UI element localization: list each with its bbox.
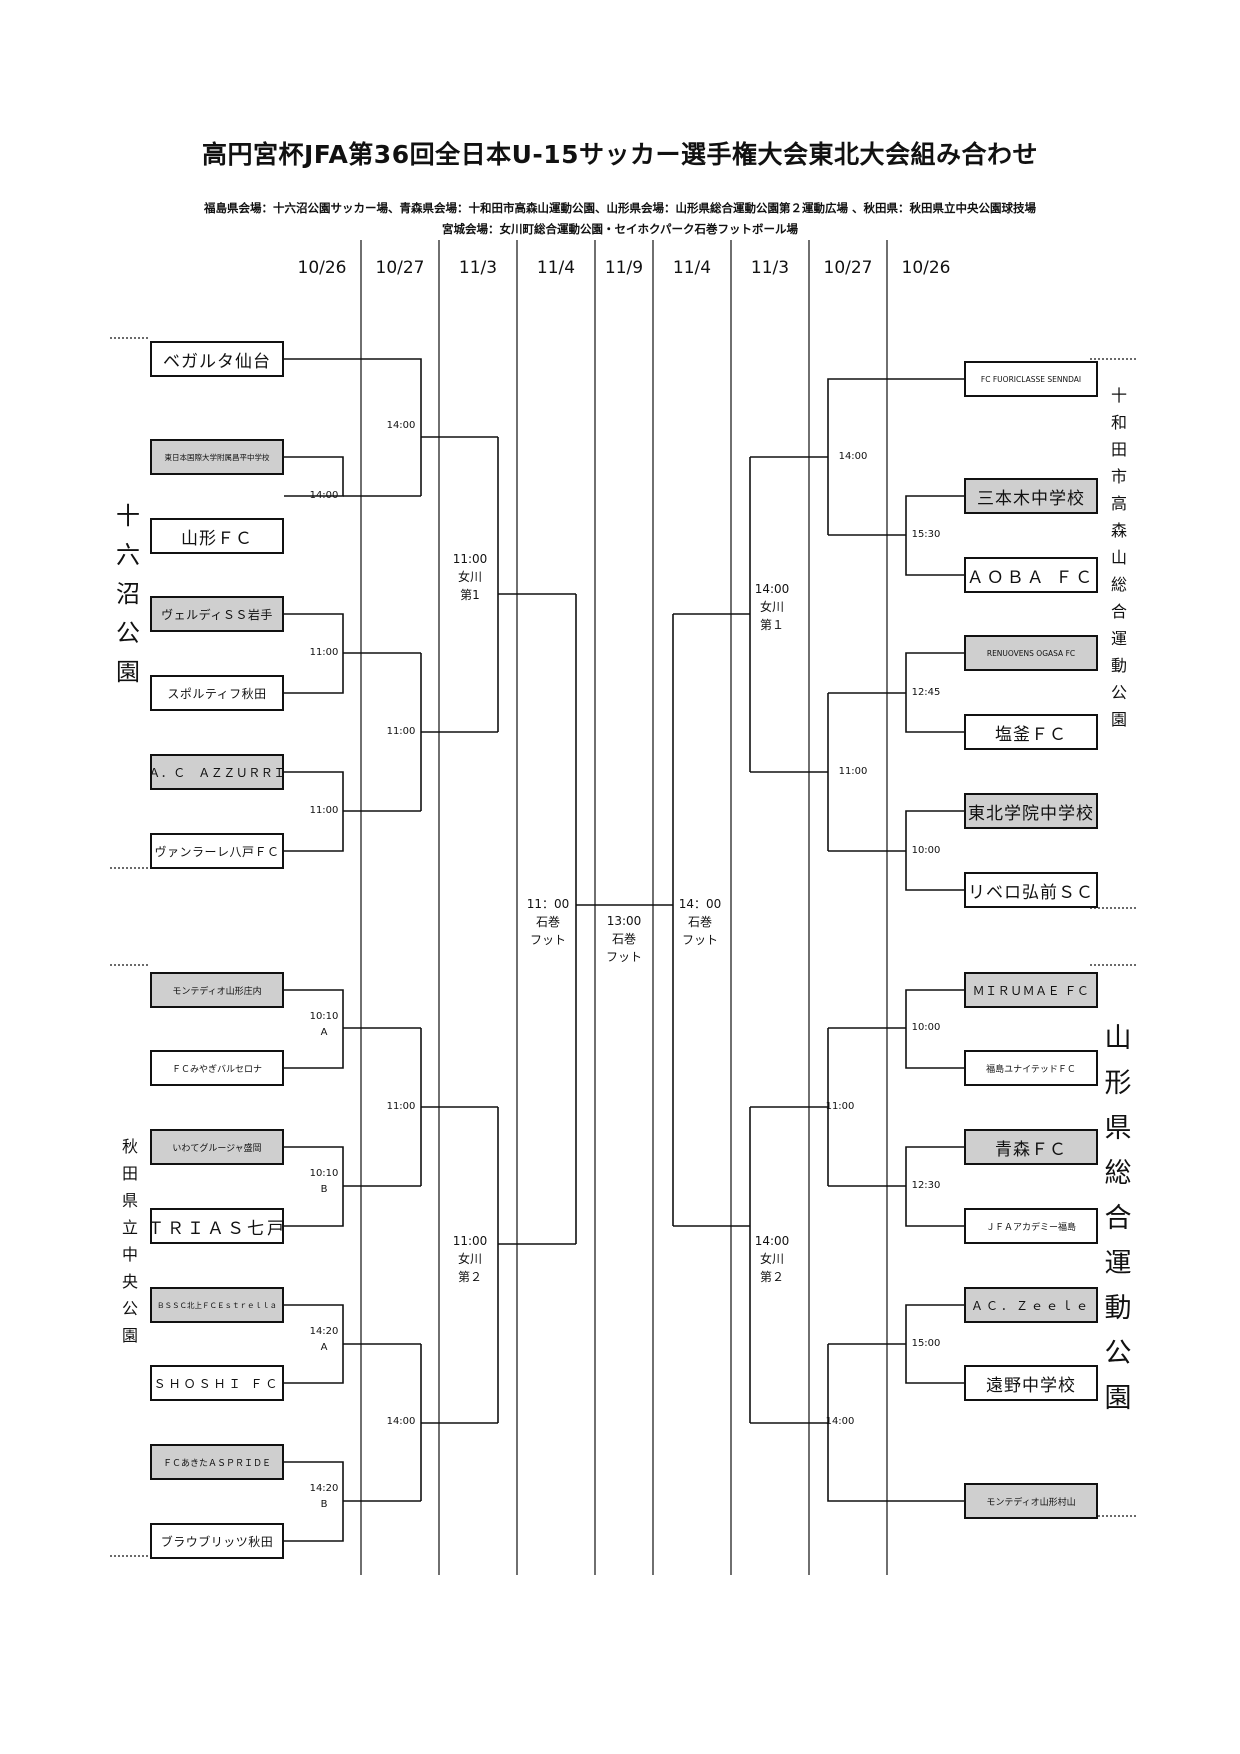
team-left-3: 山形ＦＣ bbox=[150, 518, 284, 554]
team-right-10: 青森ＦＣ bbox=[964, 1129, 1098, 1165]
time-left-r1-1: 14:00 bbox=[309, 490, 339, 501]
time-right-r1-4: 10:00 bbox=[911, 1022, 941, 1033]
team-left-2: 東日本国際大学附属昌平中学校 bbox=[150, 439, 284, 475]
team-right-11: ＪＦＡアカデミー福島 bbox=[964, 1208, 1098, 1244]
date-final: 11/9 bbox=[604, 258, 644, 278]
team-left-11: ＴＲＩＡＳ七戸 bbox=[150, 1208, 284, 1244]
team-right-12: ＡＣ．Ｚｅｅｌｅ bbox=[964, 1287, 1098, 1323]
team-right-7: リベロ弘前ＳＣ bbox=[964, 872, 1098, 908]
team-right-3: ＡＯＢＡ ＦＣ bbox=[964, 557, 1098, 593]
team-left-4: ヴェルディＳＳ岩手 bbox=[150, 596, 284, 632]
time-right-r3-2: 14:00 女川 第２ bbox=[754, 1234, 790, 1284]
team-right-8: ＭＩＲＵＭＡＥ ＦＣ bbox=[964, 972, 1098, 1008]
venue-label-right-bottom: 山 形 県 総 合 運 動 公 園 bbox=[1104, 1023, 1132, 1414]
venue-label-right-top: 十 和 田 市 高 森 山 総 合 運 動 公 園 bbox=[1110, 386, 1127, 729]
team-left-5: スポルティフ秋田 bbox=[150, 675, 284, 711]
time-right-r2-4: 14:00 bbox=[825, 1416, 855, 1427]
date-right-r3: 11/3 bbox=[750, 258, 790, 278]
time-left-r2-4: 14:00 bbox=[386, 1416, 416, 1427]
time-left-r1-7: 14:20 B bbox=[309, 1483, 339, 1510]
date-right-r1: 10/26 bbox=[901, 258, 951, 278]
time-left-r1-2: 11:00 bbox=[309, 647, 339, 658]
team-left-12: ＢＳＳＣ北上ＦＣＥｓｔｒｅｌｌａ bbox=[150, 1287, 284, 1323]
time-right-r1-3: 10:00 bbox=[911, 845, 941, 856]
date-right-r2: 10/27 bbox=[823, 258, 873, 278]
time-left-r1-3: 11:00 bbox=[309, 805, 339, 816]
venue-label-left-bottom: 秋 田 県 立 中 央 公 園 bbox=[121, 1137, 138, 1345]
team-left-1: ベガルタ仙台 bbox=[150, 341, 284, 377]
team-left-10: いわてグルージャ盛岡 bbox=[150, 1129, 284, 1165]
team-left-15: ブラウブリッツ秋田 bbox=[150, 1523, 284, 1559]
date-left-r1: 10/26 bbox=[297, 258, 347, 278]
team-right-2: 三本木中学校 bbox=[964, 478, 1098, 514]
time-left-r2-2: 11:00 bbox=[386, 726, 416, 737]
venue-line-1: 福島県会場：十六沼公園サッカー場、青森県会場：十和田市高森山運動公園、山形県会場… bbox=[204, 201, 1036, 215]
venue-line-2: 宮城会場：女川町総合運動公園・セイホクパーク石巻フットボール場 bbox=[442, 222, 798, 236]
team-left-14: ＦＣあきたＡＳＰＲＩＤＥ bbox=[150, 1444, 284, 1480]
time-right-r2-1: 14:00 bbox=[838, 451, 868, 462]
time-final: 13:00 石巻 フット bbox=[605, 914, 642, 964]
time-left-r3-2: 11:00 女川 第２ bbox=[452, 1234, 488, 1284]
team-left-13: ＳＨＯＳＨＩ ＦＣ bbox=[150, 1365, 284, 1401]
time-right-r2-3: 11:00 bbox=[825, 1101, 855, 1112]
time-right-r1-1: 15:30 bbox=[911, 529, 941, 540]
time-right-r3-1: 14:00 女川 第１ bbox=[754, 582, 790, 632]
team-right-9: 福島ユナイテッドＦＣ bbox=[964, 1050, 1098, 1086]
time-right-r2-2: 11:00 bbox=[838, 766, 868, 777]
venue-label-left-top: 十 六 沼 公 園 bbox=[116, 502, 140, 686]
time-left-r2-1: 14:00 bbox=[386, 420, 416, 431]
team-right-1: FC FUORICLASSE SENNDAI bbox=[964, 361, 1098, 397]
time-left-r1-4: 10:10 A bbox=[309, 1011, 339, 1038]
time-right-r1-6: 15:00 bbox=[911, 1338, 941, 1349]
time-left-r4: 11：00 石巻 フット bbox=[526, 897, 570, 947]
team-left-6: Ａ．Ｃ ＡＺＺＵＲＲＩ bbox=[150, 754, 284, 790]
date-right-r4: 11/4 bbox=[672, 258, 712, 278]
team-left-7: ヴァンラーレ八戸ＦＣ bbox=[150, 833, 284, 869]
team-left-9: ＦＣみやぎバルセロナ bbox=[150, 1050, 284, 1086]
time-right-r1-5: 12:30 bbox=[911, 1180, 941, 1191]
page-title: 高円宮杯JFA第36回全日本U-15サッカー選手権大会東北大会組み合わせ bbox=[201, 140, 1039, 169]
team-right-5: 塩釜ＦＣ bbox=[964, 714, 1098, 750]
date-left-r4: 11/4 bbox=[536, 258, 576, 278]
team-right-6: 東北学院中学校 bbox=[964, 793, 1098, 829]
time-right-r4: 14：00 石巻 フット bbox=[678, 897, 722, 947]
team-right-13: 遠野中学校 bbox=[964, 1365, 1098, 1401]
time-left-r1-5: 10:10 B bbox=[309, 1168, 339, 1195]
date-left-r3: 11/3 bbox=[458, 258, 498, 278]
team-right-4: RENUOVENS OGASA FC bbox=[964, 635, 1098, 671]
time-left-r1-6: 14:20 A bbox=[309, 1326, 339, 1353]
time-left-r3-1: 11:00 女川 第1 bbox=[452, 552, 488, 602]
team-left-8: モンテディオ山形庄内 bbox=[150, 972, 284, 1008]
date-left-r2: 10/27 bbox=[375, 258, 425, 278]
time-right-r1-2: 12:45 bbox=[911, 687, 941, 698]
time-left-r2-3: 11:00 bbox=[386, 1101, 416, 1112]
team-right-14: モンテディオ山形村山 bbox=[964, 1483, 1098, 1519]
